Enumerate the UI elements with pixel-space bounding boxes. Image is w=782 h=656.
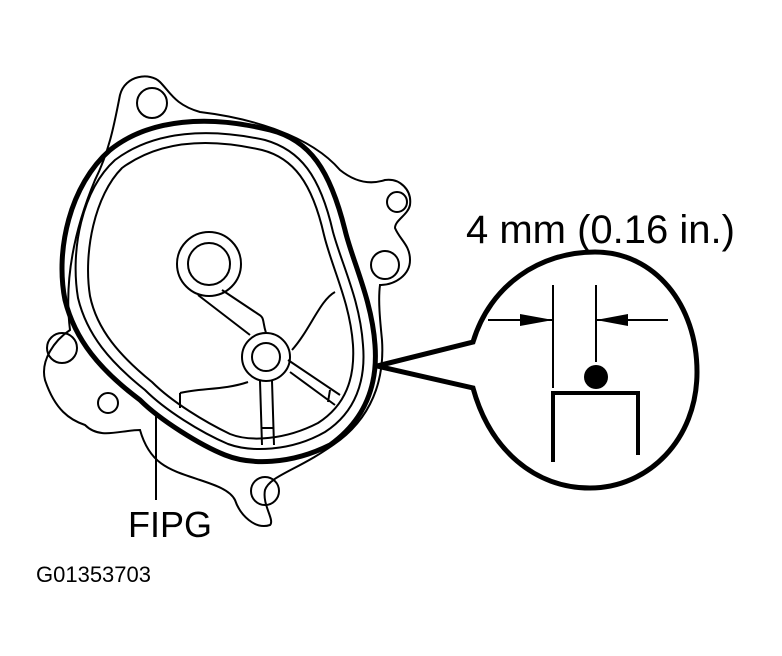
rib-vertical bbox=[259, 380, 275, 446]
bolt-hole-left bbox=[46, 332, 78, 364]
inner-groove-inner bbox=[87, 142, 355, 440]
bolt-hole-right bbox=[370, 250, 400, 280]
figure-code: G01353703 bbox=[36, 562, 151, 587]
rib-diagonal bbox=[197, 289, 267, 336]
lower-boss-outer bbox=[241, 332, 291, 382]
callout-bubble bbox=[376, 249, 700, 491]
dim-arrow-right-head bbox=[596, 314, 628, 326]
flange-section bbox=[551, 391, 640, 462]
bolt-hole-bottom bbox=[250, 476, 280, 506]
lower-boss-inner bbox=[251, 342, 281, 372]
inner-groove-outer bbox=[74, 132, 365, 450]
rib-right bbox=[287, 359, 341, 406]
bolt-hole-top bbox=[136, 87, 168, 119]
fipg-label: FIPG bbox=[128, 504, 213, 545]
sealant-bead-section bbox=[584, 365, 608, 389]
web-curve-lower bbox=[179, 381, 249, 408]
bolt-hole-left-lower bbox=[97, 392, 119, 414]
central-boss-outer bbox=[176, 231, 242, 297]
central-boss-inner bbox=[187, 242, 231, 286]
dim-arrow-left-head bbox=[520, 314, 553, 326]
web-curve-right bbox=[291, 291, 336, 351]
fipg-bead bbox=[59, 118, 378, 464]
bolt-hole-right-upper bbox=[386, 191, 408, 213]
dimension-label: 4 mm (0.16 in.) bbox=[466, 208, 735, 252]
